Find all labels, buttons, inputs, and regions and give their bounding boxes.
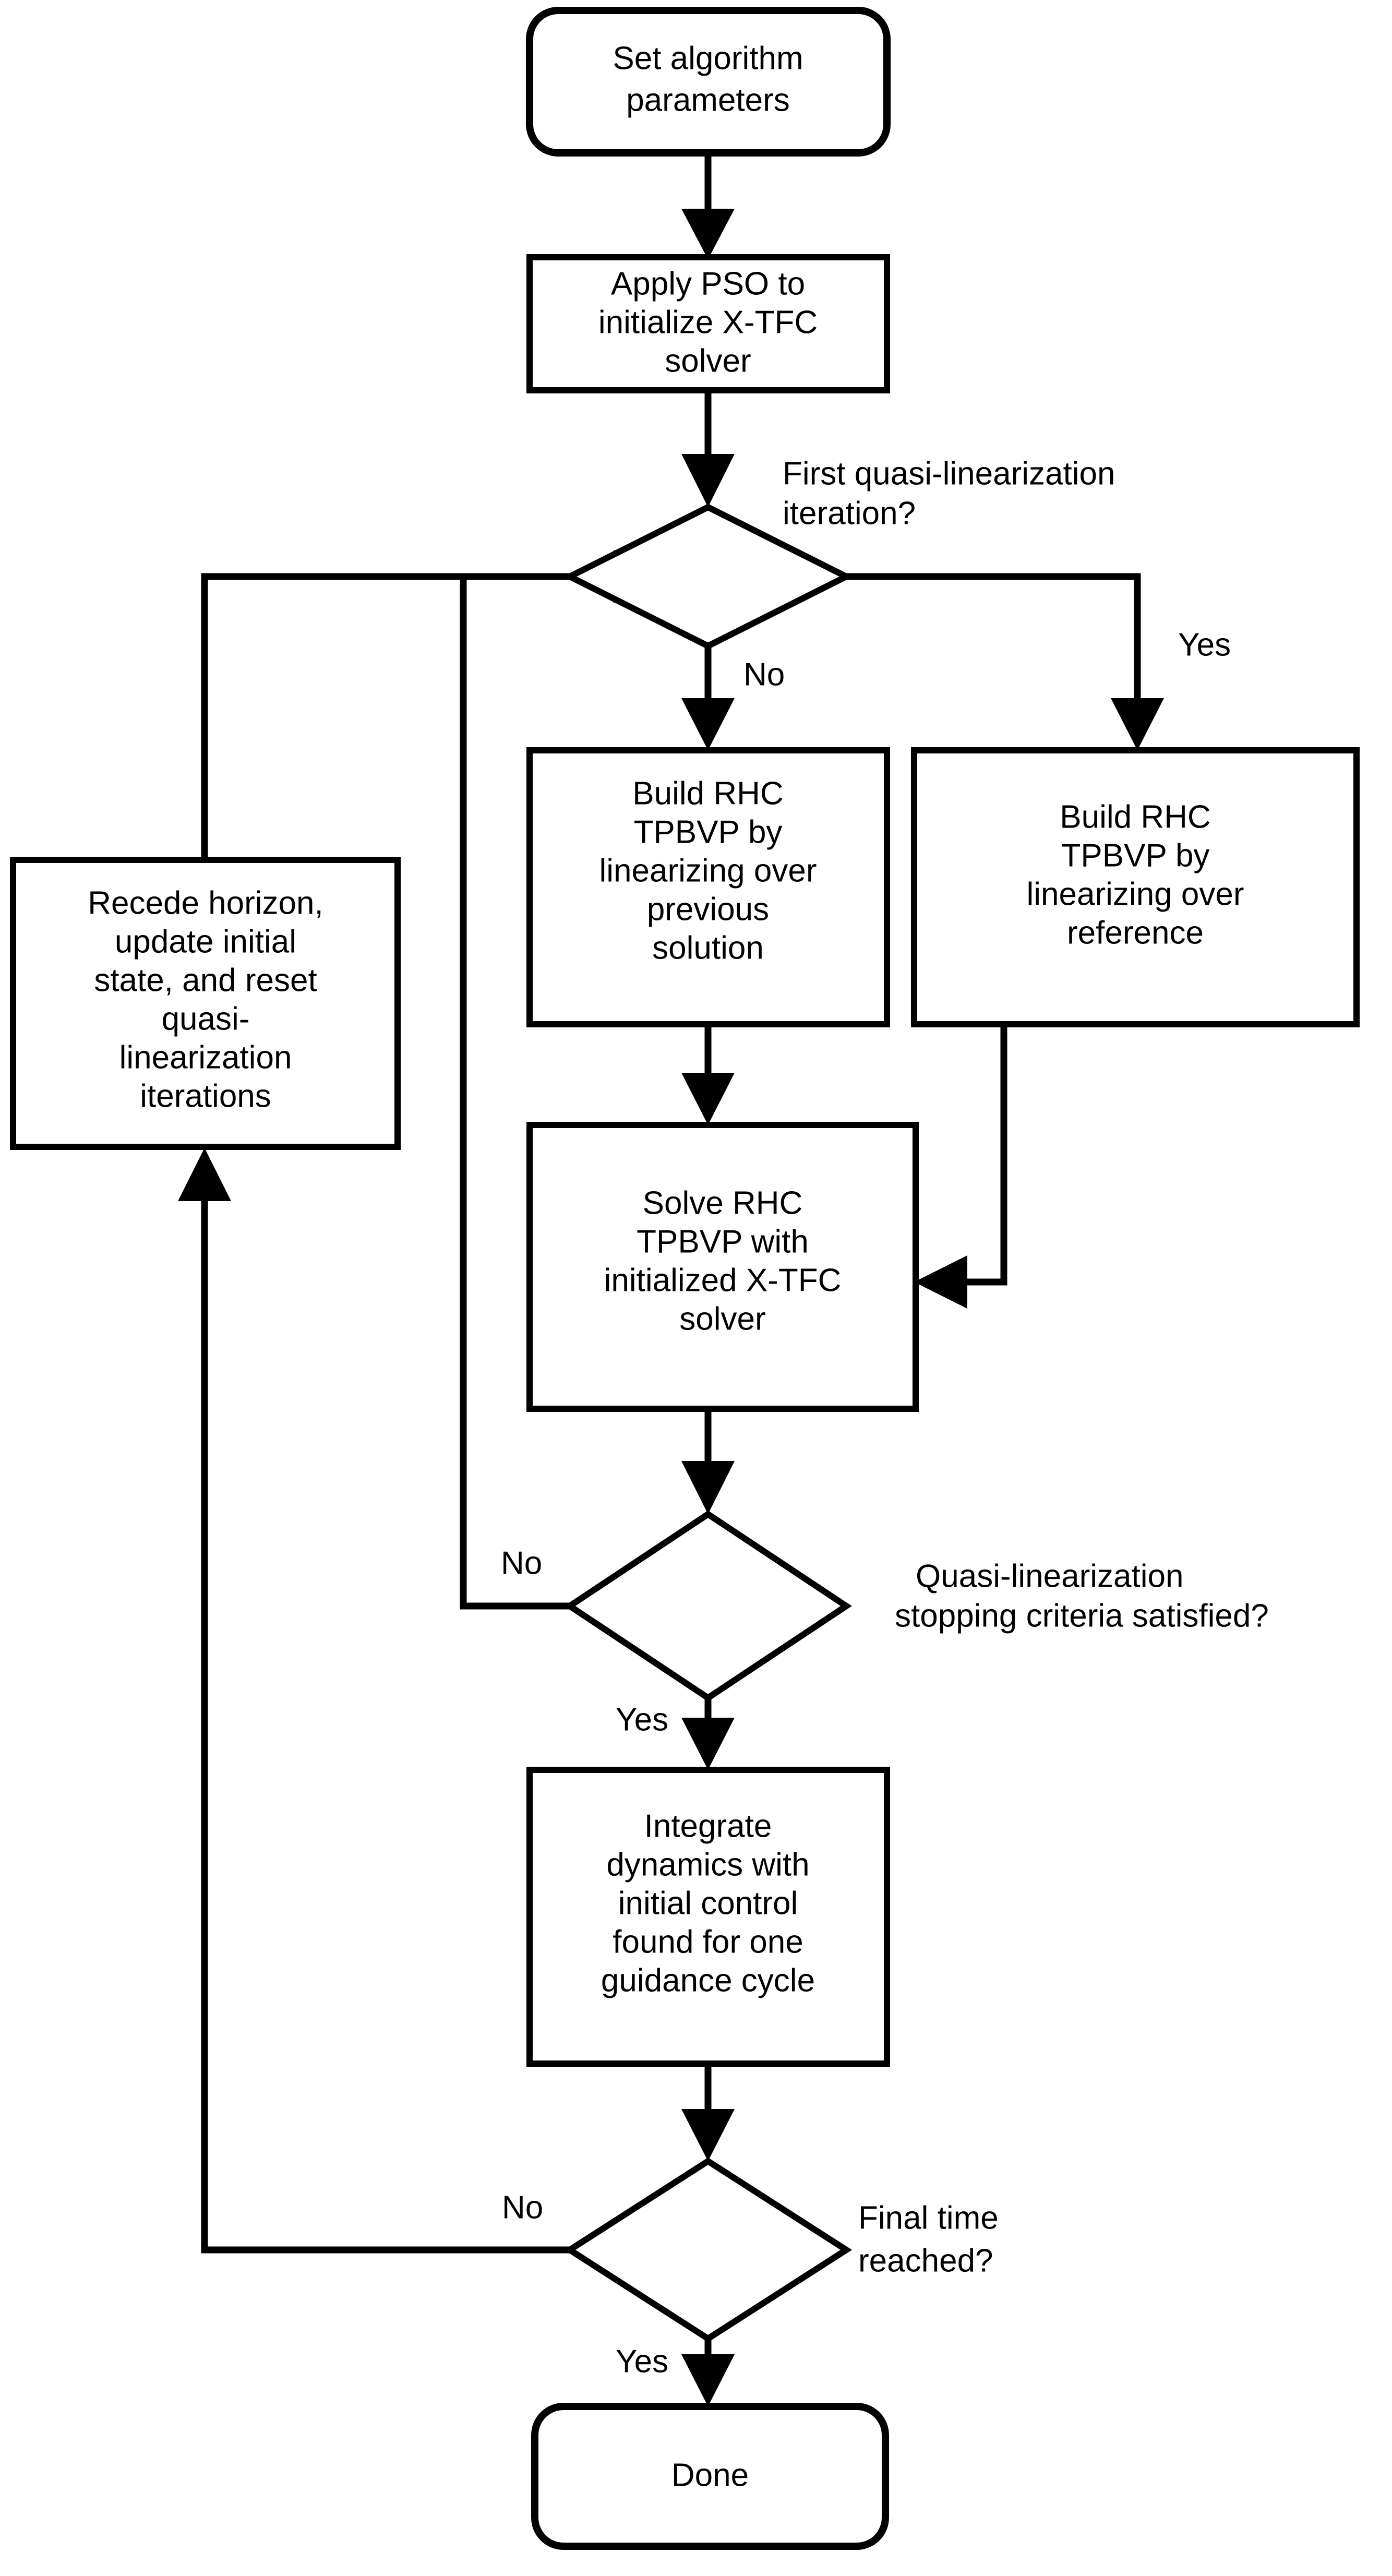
- final-time-label-line-1: Final time: [858, 2200, 999, 2236]
- done-shape: [531, 2403, 889, 2550]
- apply-pso-line-2: initialize X-TFC: [598, 304, 818, 340]
- node-solve-rhc[interactable]: Solve RHC TPBVP with initialized X-TFC s…: [526, 1122, 919, 1412]
- edge-label-stopping-yes: Yes: [616, 1702, 668, 1738]
- node-build-rhc-previous[interactable]: Build RHC TPBVP by linearizing over prev…: [526, 747, 890, 1027]
- node-done[interactable]: Done: [531, 2403, 889, 2550]
- first-iteration-label-line-2: iteration?: [783, 495, 916, 531]
- node-apply-pso[interactable]: Apply PSO to initialize X-TFC solver: [526, 254, 890, 393]
- build-ref-line-2: TPBVP by: [1061, 837, 1210, 873]
- stopping-criteria-label-line-2: stopping criteria satisfied?: [895, 1598, 1269, 1634]
- edge-label-stopping-no: No: [501, 1545, 542, 1581]
- edge-buildref-to-solve: [914, 1024, 1007, 1309]
- integrate-line-2: dynamics with: [606, 1847, 809, 1883]
- integrate-line-1: Integrate: [644, 1808, 772, 1844]
- recede-line-1: Recede horizon,: [88, 885, 323, 921]
- apply-pso-line-3: solver: [665, 343, 751, 379]
- integrate-shape: [526, 1767, 890, 2067]
- solve-rhc-line-4: solver: [679, 1301, 765, 1337]
- integrate-line-4: found for one: [613, 1924, 803, 1960]
- edge-decision3-no-loop: [178, 1148, 605, 2254]
- build-prev-line-1: Build RHC: [632, 775, 783, 811]
- edge-label-first-iter-no: No: [743, 656, 785, 692]
- set-params-line-2: parameters: [626, 82, 790, 118]
- set-params-shape: [526, 7, 891, 157]
- first-iteration-diamond: [562, 504, 854, 650]
- edge-setparams-to-pso: [681, 153, 735, 259]
- solve-rhc-line-3: initialized X-TFC: [604, 1262, 842, 1298]
- build-prev-line-4: previous: [647, 891, 769, 927]
- first-iteration-label-line-1: First quasi-linearization: [783, 456, 1115, 492]
- final-time-diamond: [563, 2157, 853, 2343]
- build-ref-line-1: Build RHC: [1060, 799, 1210, 835]
- build-ref-line-4: reference: [1067, 915, 1204, 951]
- build-ref-shape: [911, 747, 1360, 1027]
- done-label: Done: [671, 2457, 749, 2493]
- node-build-rhc-reference[interactable]: Build RHC TPBVP by linearizing over refe…: [911, 747, 1360, 1027]
- edge-decision2-no-loop: [460, 550, 667, 1610]
- edge-label-first-iter-yes: Yes: [1178, 627, 1231, 663]
- node-set-algorithm-parameters[interactable]: Set algorithm parameters: [526, 7, 891, 157]
- edge-label-final-time-yes: Yes: [616, 2343, 668, 2379]
- build-prev-line-5: solution: [652, 930, 764, 966]
- build-prev-line-2: TPBVP by: [634, 814, 783, 850]
- solve-rhc-line-2: TPBVP with: [637, 1224, 809, 1260]
- edge-decision1-yes: [846, 573, 1164, 750]
- recede-line-4: quasi-: [162, 1001, 250, 1037]
- integrate-line-3: initial control: [618, 1885, 798, 1921]
- edge-pso-to-decision1: [681, 390, 735, 507]
- set-params-line-1: Set algorithm: [613, 40, 803, 76]
- build-prev-shape: [526, 747, 890, 1027]
- recede-line-3: state, and reset: [94, 962, 317, 998]
- integrate-line-5: guidance cycle: [601, 1962, 815, 1998]
- node-first-iteration-decision[interactable]: [562, 504, 854, 650]
- edge-label-final-time-no: No: [502, 2189, 543, 2225]
- recede-line-2: update initial: [115, 924, 296, 960]
- edge-buildprev-to-solve: [681, 1024, 735, 1125]
- build-prev-line-3: linearizing over: [599, 853, 817, 889]
- stopping-criteria-label-line-1: Quasi-linearization: [916, 1558, 1183, 1594]
- recede-shape: [10, 857, 401, 1150]
- edge-decision1-no: [681, 647, 735, 750]
- solve-rhc-shape: [526, 1122, 919, 1412]
- apply-pso-shape: [526, 254, 890, 393]
- recede-line-6: iterations: [140, 1078, 271, 1114]
- solve-rhc-line-1: Solve RHC: [643, 1185, 803, 1221]
- final-time-label-line-2: reached?: [858, 2243, 993, 2279]
- build-ref-line-3: linearizing over: [1027, 876, 1244, 912]
- apply-pso-line-1: Apply PSO to: [611, 266, 805, 302]
- edge-decision2-yes: [681, 1697, 735, 1770]
- edge-integrate-to-decision3: [681, 2064, 735, 2161]
- node-recede-horizon[interactable]: Recede horizon, update initial state, an…: [10, 857, 401, 1150]
- stopping-criteria-diamond: [564, 1510, 852, 1702]
- node-integrate-dynamics[interactable]: Integrate dynamics with initial control …: [526, 1767, 890, 2067]
- node-stopping-criteria-decision[interactable]: [564, 1510, 852, 1702]
- recede-line-5: linearization: [119, 1039, 292, 1075]
- node-final-time-decision[interactable]: [563, 2157, 853, 2343]
- edge-solve-to-decision2: [681, 1409, 735, 1514]
